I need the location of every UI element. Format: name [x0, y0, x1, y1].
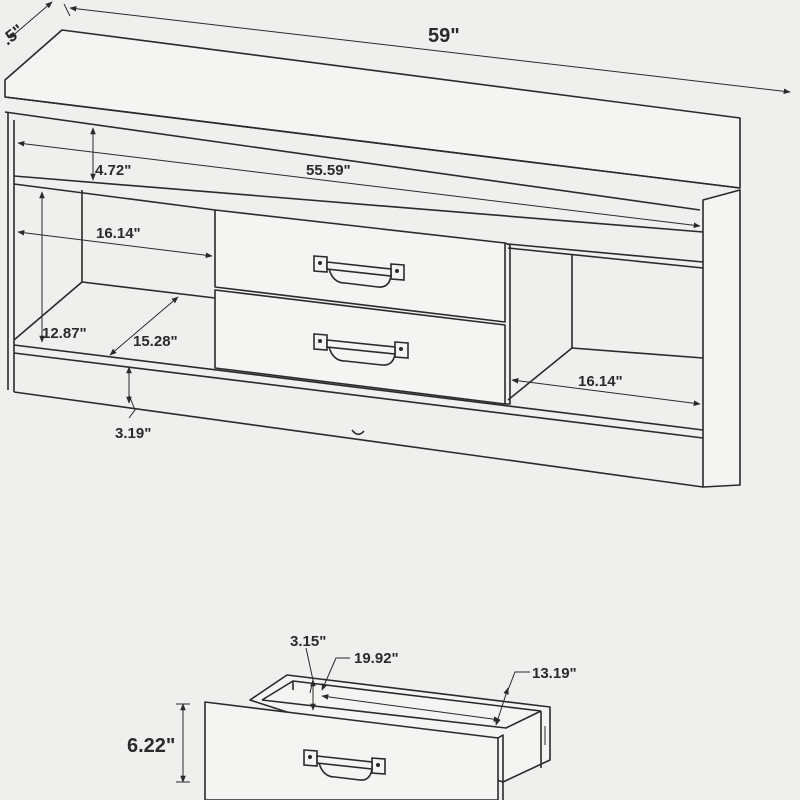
- label-drawer-width: 19.92": [354, 650, 399, 667]
- label-drawer-depth: 13.19": [532, 665, 577, 682]
- label-top-gap: 4.72": [95, 162, 131, 179]
- label-left-opening-width: 16.14": [96, 225, 141, 242]
- drawer-front: [204, 701, 499, 800]
- label-overall-width: 59": [428, 25, 460, 47]
- drawer-drawing: 3.15" 19.92" 13.19" 6.22": [127, 633, 577, 800]
- label-inner-width: 55.59": [306, 162, 351, 179]
- label-overall-depth: .5": [0, 21, 27, 50]
- dimension-lines: [9, 1, 791, 419]
- lower-drawer-handle-icon: [313, 333, 409, 366]
- label-opening-height: 12.87": [42, 325, 87, 342]
- right-side-panel: [702, 189, 741, 488]
- label-leg-height: 3.19": [115, 425, 151, 442]
- label-right-opening-width: 16.14": [578, 373, 623, 390]
- label-drawer-front-height: 3.15": [290, 633, 326, 650]
- drawer-handle-icon: [303, 749, 386, 781]
- upper-drawer-handle-icon: [313, 255, 405, 288]
- label-drawer-height: 6.22": [127, 735, 175, 757]
- tv-stand-drawing: 59" .5" 4.72" 55.59" 16.14" 12.87" 15.28…: [0, 1, 791, 488]
- drawer-dimension-lines: [176, 647, 530, 783]
- label-shelf-depth: 15.28": [133, 333, 178, 350]
